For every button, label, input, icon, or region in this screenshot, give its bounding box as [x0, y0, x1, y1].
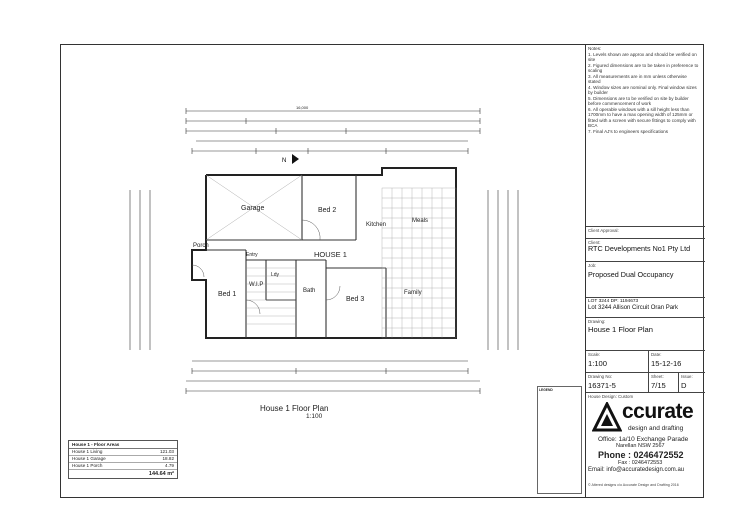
plan-scale: 1:100 — [306, 413, 323, 420]
area-label: House 1 Garage — [72, 456, 106, 461]
room-wip: W.I.P — [249, 282, 263, 288]
sheet-value: 7/15 — [651, 381, 666, 390]
issue-value: D — [681, 381, 687, 390]
dimension-lines — [129, 110, 519, 392]
client-approval-cell: Client Approval: — [586, 226, 705, 238]
room-meals: Meals — [412, 218, 428, 224]
note-item: 6. All operable windows with a sill heig… — [588, 106, 696, 129]
area-label: House 1 Living — [72, 449, 103, 454]
note-item: 3. All measurements are in mm unless oth… — [588, 73, 687, 85]
door-swings — [191, 219, 341, 315]
job-label: Job: — [588, 263, 597, 268]
accurate-logo-icon — [592, 402, 622, 432]
room-garage: Garage — [241, 205, 264, 212]
company-brand: ccurate design and drafting Office: 1a/1… — [588, 398, 702, 478]
cell-divider — [648, 373, 649, 393]
table-row: House 1 Porch 4.79 — [69, 463, 177, 470]
room-family: Family — [404, 290, 422, 296]
plan-caption: House 1 Floor Plan — [260, 404, 329, 413]
area-value: 18.82 — [162, 456, 175, 461]
general-notes: Notes: 1. Levels shown are approx and sh… — [588, 46, 700, 134]
phone-number: Phone : 0246472552 — [598, 450, 684, 460]
house-design-label: House Design: Custom — [588, 394, 634, 399]
room-labels: Garage Bed 2 Kitchen Meals Porch Bed 1 B… — [193, 105, 428, 303]
room-laundry: Ldy — [271, 272, 280, 278]
area-label: House 1 Porch — [72, 463, 103, 468]
scale-label: Scale: — [588, 352, 601, 357]
drawing-no-cell: Drawing No: 16371-5 Sheet: 7/15 Issue: D — [586, 372, 705, 393]
external-walls — [191, 167, 457, 339]
issue-label: Issue: — [681, 374, 693, 379]
internal-walls — [206, 175, 387, 338]
cell-divider — [648, 351, 649, 373]
note-item: 1. Levels shown are approx and should be… — [588, 51, 697, 63]
room-bed-2: Bed 2 — [318, 207, 336, 214]
drawing-no-value: 16371-5 — [588, 381, 616, 390]
site-address: Lot 3244 Allison Circuit Oran Park — [588, 305, 679, 311]
office-address: Office: 1a/10 Exchange Parade — [598, 436, 689, 443]
office-suburb: Narellan NSW 2567 — [616, 443, 665, 449]
scale-value: 1:100 — [588, 359, 608, 368]
legend-box: LEGEND — [537, 386, 582, 494]
overall-dimension: 16,000 — [296, 105, 309, 110]
address-cell: LOT 3244 DP: 1194673 Lot 3244 Allison Ci… — [586, 297, 705, 317]
brand-cell: House Design: Custom — [586, 392, 705, 498]
note-item: 7. Final AJ's to engineers specification… — [588, 128, 669, 134]
drawing-label: Drawing: — [588, 319, 606, 324]
job-cell: Job: Proposed Dual Occupancy — [586, 261, 705, 297]
room-porch: Porch — [193, 243, 209, 249]
floor-plan-drawing: Garage Bed 2 Kitchen Meals Porch Bed 1 B… — [129, 105, 519, 394]
drawing-sheet-border — [60, 44, 704, 498]
note-item: 5. Dimensions are to be verified on site… — [588, 95, 689, 107]
date-label: Date: — [651, 352, 662, 357]
table-row: House 1 Living 121.03 — [69, 449, 177, 456]
sheet-label: Sheet: — [651, 374, 664, 379]
client-cell: Client: RTC Developments No1 Pty Ltd — [586, 238, 705, 261]
brand-tagline: design and drafting — [628, 425, 684, 432]
copyright-line: © Altered designs c/o Accurate Design an… — [588, 483, 679, 487]
note-item: 2. Figured dimensions are to be taken in… — [588, 62, 699, 74]
table-row: House 1 Garage 18.82 — [69, 456, 177, 463]
email-address: Email: info@accuratedesign.com.au — [588, 467, 685, 473]
client-label: Client: — [588, 240, 601, 245]
legend-title: LEGEND — [539, 388, 553, 392]
total-row: 144.64 m² — [69, 470, 177, 478]
title-block: Client Approval: Client: RTC Development… — [585, 44, 705, 498]
room-bed-3: Bed 3 — [346, 296, 364, 303]
drawing-no-label: Drawing No: — [588, 374, 613, 379]
room-kitchen: Kitchen — [366, 222, 386, 228]
notes-heading: Notes: — [588, 46, 602, 51]
area-value: 4.79 — [165, 463, 174, 468]
north-arrow-icon: N — [282, 154, 299, 164]
scale-date-cell: Scale: 1:100 Date: 15-12-16 — [586, 350, 705, 373]
total-area: 144.64 m² — [148, 471, 174, 477]
client-name: RTC Developments No1 Pty Ltd — [588, 244, 691, 253]
lot-line: LOT 3244 DP: 1194673 — [588, 299, 639, 304]
drawing-title: House 1 Floor Plan — [588, 325, 654, 334]
brand-name: ccurate — [622, 400, 694, 423]
room-bed-1: Bed 1 — [218, 291, 236, 298]
cell-divider — [678, 373, 679, 393]
svg-text:N: N — [282, 158, 286, 164]
date-value: 15-12-16 — [651, 359, 682, 368]
garage-hatch — [205, 174, 303, 241]
floor-areas-title: House 1 - Floor Areas — [69, 441, 177, 449]
dimension-ticks — [185, 108, 481, 394]
job-name: Proposed Dual Occupancy — [588, 270, 674, 279]
fax-number: Fax : 0246472553 — [618, 460, 663, 466]
room-entry: Entry — [246, 252, 258, 258]
drawing-cell: Drawing: House 1 Floor Plan — [586, 317, 705, 350]
floor-tiles — [246, 187, 457, 339]
note-item: 4. Window sizes are nominal only. Final … — [588, 84, 697, 96]
floor-areas-table: House 1 - Floor Areas House 1 Living 121… — [68, 440, 178, 479]
house-label: HOUSE 1 — [314, 250, 347, 259]
room-bath: Bath — [303, 288, 315, 294]
area-value: 121.03 — [159, 449, 174, 454]
client-approval-label: Client Approval: — [588, 228, 619, 233]
